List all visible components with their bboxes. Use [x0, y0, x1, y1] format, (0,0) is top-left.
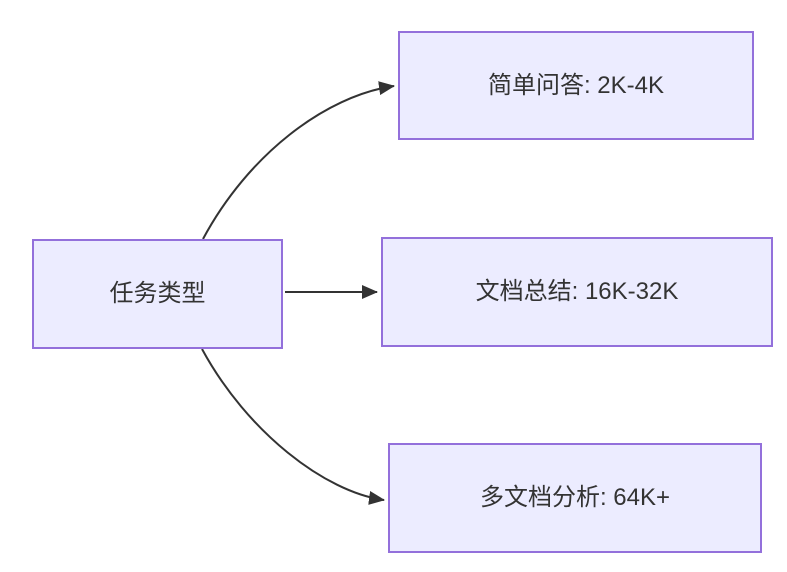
node-multi-doc: 多文档分析: 64K+ [388, 443, 762, 553]
node-simple-qa-label: 简单问答: 2K-4K [487, 71, 665, 99]
edge-task-type-to-multi-doc [201, 348, 385, 505]
node-multi-doc-label: 多文档分析: 64K+ [479, 484, 671, 512]
node-task-type: 任务类型 [32, 239, 283, 349]
node-doc-summary: 文档总结: 16K-32K [381, 237, 773, 347]
node-task-type-label: 任务类型 [109, 280, 206, 308]
edge-task-type-to-simple-qa [202, 81, 395, 240]
node-simple-qa: 简单问答: 2K-4K [398, 31, 754, 140]
node-doc-summary-label: 文档总结: 16K-32K [475, 278, 679, 306]
